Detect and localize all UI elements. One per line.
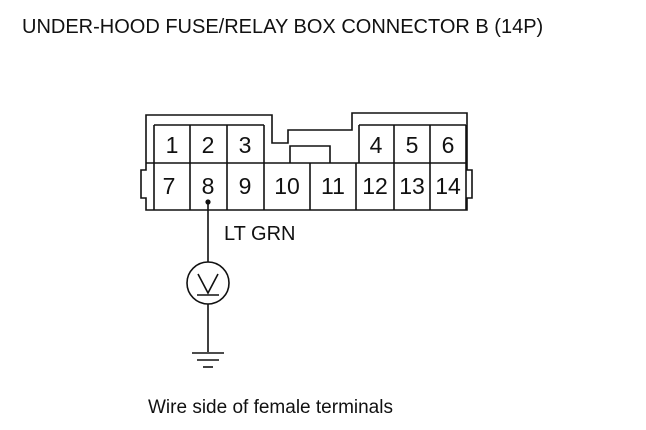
pin-14-label: 14 [435,173,461,199]
pin-10-label: 10 [274,173,300,199]
pin-8-label: 8 [202,173,215,199]
pin-9-label: 9 [239,173,252,199]
pin-2-label: 2 [202,132,215,158]
connector-latch [289,145,331,163]
diagram-caption: Wire side of female terminals [148,397,393,418]
connector-housing [140,112,473,211]
pin-7-label: 7 [163,173,176,199]
pin-3-label: 3 [239,132,252,158]
pin-11-label: 11 [321,173,345,199]
pin-4-label: 4 [370,132,383,158]
wire-color-label: LT GRN [224,223,296,245]
pin-6-label: 6 [442,132,455,158]
pin-5-label: 5 [406,132,419,158]
pin-13-label: 13 [399,173,425,199]
ground-icon [192,352,224,368]
pin-12-label: 12 [362,173,388,199]
pin-1-label: 1 [166,132,179,158]
voltmeter-icon [186,261,230,305]
diagram-title: UNDER-HOOD FUSE/RELAY BOX CONNECTOR B (1… [22,16,543,38]
